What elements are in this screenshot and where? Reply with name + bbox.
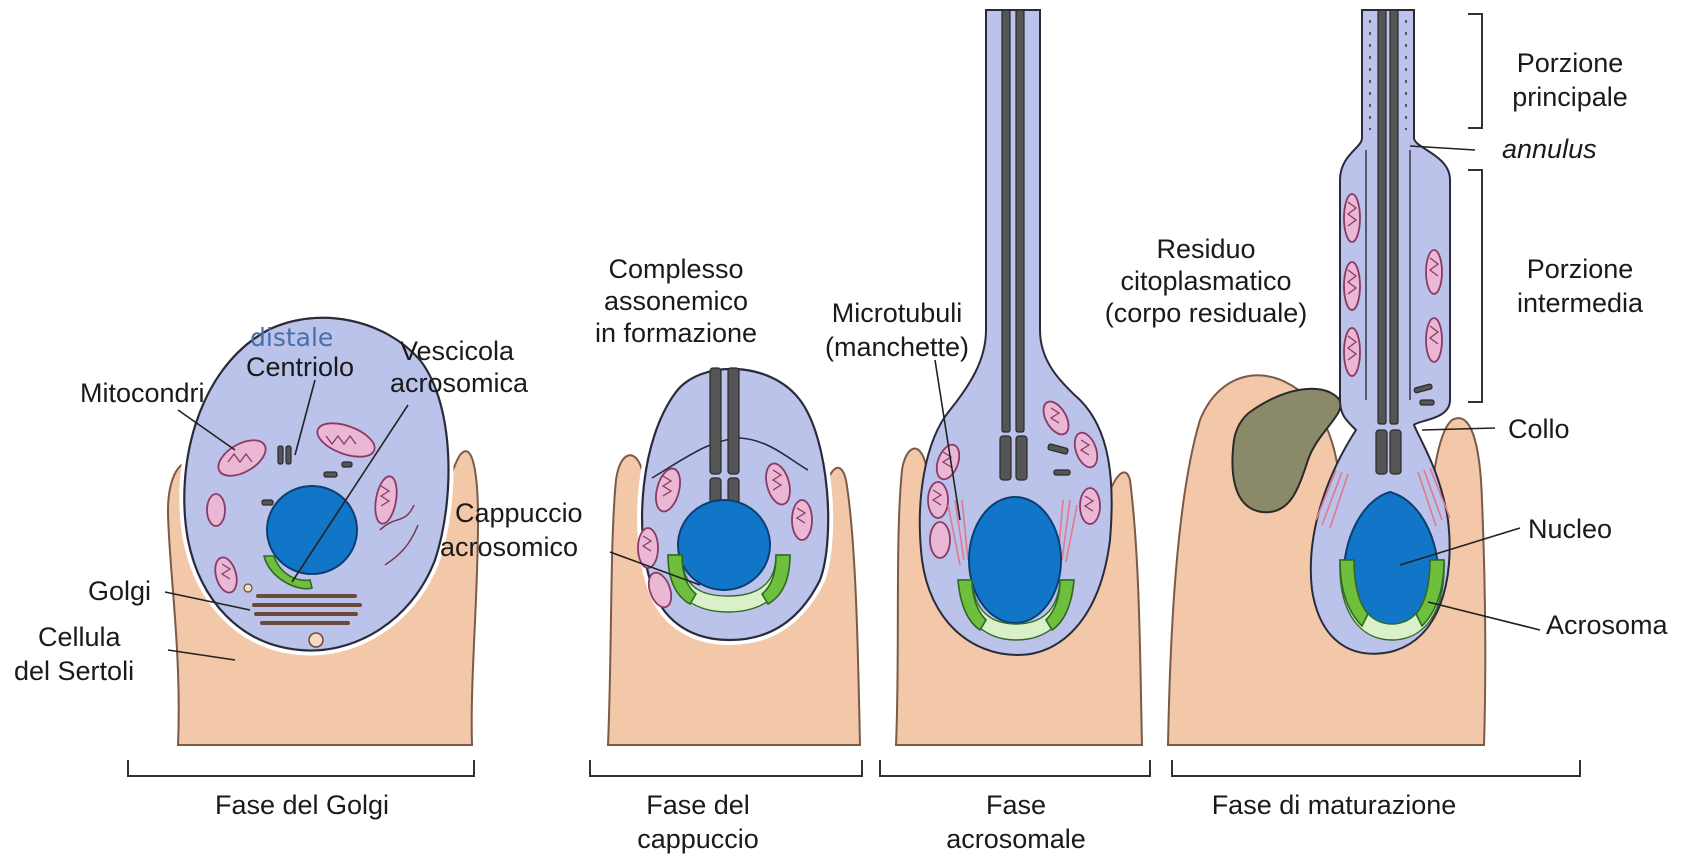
stage-label-acrosomale-2: acrosomale [946, 824, 1086, 854]
nucleus-golgi [267, 486, 357, 574]
stage-label-acrosomale-1: Fase [986, 790, 1046, 820]
label-residuo-2: citoplasmatico [1120, 266, 1291, 296]
right-brackets [1468, 14, 1482, 402]
acrosomal-phase-figure [896, 10, 1142, 745]
label-collo: Collo [1508, 414, 1570, 444]
stage-brackets [128, 760, 1580, 776]
label-cappuccio-2: acrosomico [440, 532, 578, 562]
stage-label-cappuccio-2: cappuccio [637, 824, 759, 854]
label-cellula-1: Cellula [38, 622, 122, 652]
stage-label-golgi: Fase del Golgi [215, 790, 389, 820]
label-vescicola-2: acrosomica [390, 368, 529, 398]
label-residuo-1: Residuo [1156, 234, 1255, 264]
label-complesso-2: assonemico [604, 286, 748, 316]
label-principale-2: principale [1512, 82, 1628, 112]
stage-label-cappuccio-1: Fase del [646, 790, 750, 820]
label-microtubuli-2: (manchette) [825, 332, 969, 362]
nucleus-acrosomal [969, 497, 1061, 623]
label-acrosoma: Acrosoma [1546, 610, 1669, 640]
label-mitocondri: Mitocondri [80, 378, 205, 408]
label-intermedia-1: Porzione [1527, 254, 1634, 284]
label-distale: distale [250, 323, 333, 352]
label-annulus: annulus [1502, 134, 1597, 164]
cap-phase-figure [608, 368, 860, 745]
label-intermedia-2: intermedia [1517, 288, 1644, 318]
nucleus-cap [678, 500, 770, 590]
label-golgi: Golgi [88, 576, 151, 606]
maturation-phase-figure [1168, 10, 1485, 745]
label-vescicola-1: Vescicola [400, 336, 515, 366]
label-complesso-3: in formazione [595, 318, 757, 348]
label-microtubuli-1: Microtubuli [832, 298, 963, 328]
label-complesso-1: Complesso [608, 254, 743, 284]
label-cappuccio-1: Cappuccio [455, 498, 583, 528]
label-centriolo: Centriolo [246, 352, 354, 382]
label-nucleo: Nucleo [1528, 514, 1612, 544]
label-cellula-2: del Sertoli [14, 656, 134, 686]
stage-label-maturazione: Fase di maturazione [1212, 790, 1457, 820]
label-principale-1: Porzione [1517, 48, 1624, 78]
label-residuo-3: (corpo residuale) [1105, 298, 1308, 328]
